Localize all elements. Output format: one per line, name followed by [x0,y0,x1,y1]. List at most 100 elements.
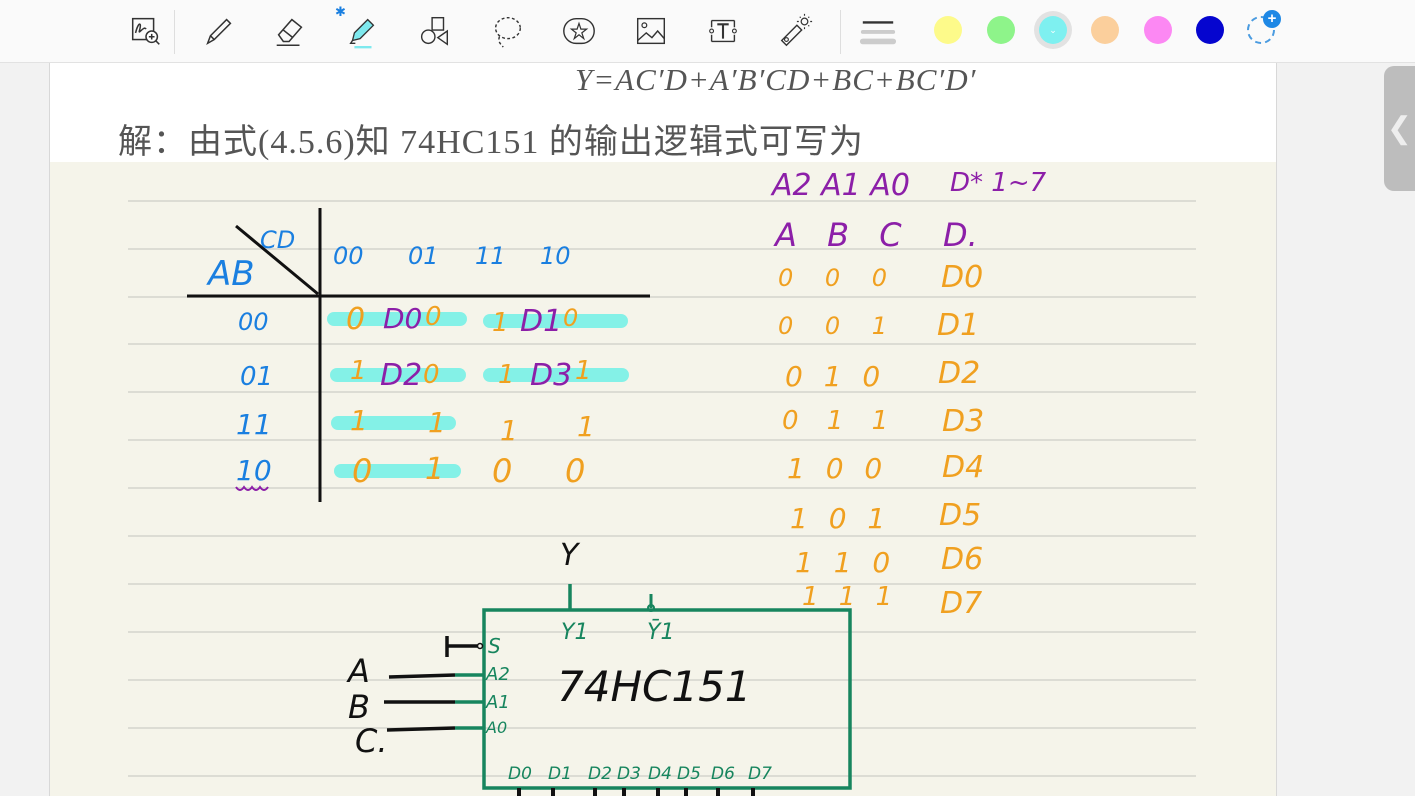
pin-y1-label: Y1 [561,620,589,645]
lasso-tool[interactable] [486,10,528,52]
color-swatch-peach[interactable] [1091,16,1119,44]
eraser-tool[interactable] [269,10,311,52]
printed-textbook-region: Y=AC′D+A′B′CD+BC+BC′D′ 解：由式(4.5.6)知 74HC… [50,62,1276,162]
highlight-stroke [330,368,466,382]
kmap-col-header: 01 [408,242,439,270]
kmap-cell: 1 [350,404,368,437]
color-swatch-cyan[interactable]: ⌄ [1039,16,1067,44]
input-b-label: B [348,688,370,726]
highlight-stroke [483,368,629,382]
kmap-cell: 1 [498,360,515,390]
kmap-cell: 1 [428,406,446,439]
highlight-stroke [327,312,467,326]
truth-table-inputs: 1 1 1 [802,582,899,612]
kmap-cell: 1 [575,356,592,386]
kmap-cell: 1 [492,308,509,338]
data-pin-label: D6 [711,764,735,784]
highlight-stroke [334,464,461,478]
data-pin-label: D0 [508,764,532,784]
notebook-page: Y=AC′D+A′B′CD+BC+BC′D′ 解：由式(4.5.6)知 74HC… [49,62,1277,796]
ruled-line [128,727,1196,729]
kmap-group-label: D1 [520,304,563,339]
add-color-button[interactable]: + [1247,10,1281,44]
kmap-group-label: D0 [383,302,423,335]
text-tool[interactable] [702,10,744,52]
color-swatch-green[interactable] [987,16,1015,44]
truth-table-var-header: A B C [775,216,912,254]
kmap-cell: 0 [346,302,366,337]
bluetooth-icon: ✱ [335,4,346,19]
color-swatch-blue[interactable] [1196,16,1224,44]
truth-table-output: D2 [938,356,981,391]
pen-icon [206,18,232,46]
toolbar: ✱ ⌄ + [0,0,1415,63]
data-pin-label: D3 [617,764,641,784]
kmap-cell: 1 [425,452,445,487]
laser-pointer-tool[interactable] [774,10,816,52]
stroke-width-button[interactable] [857,10,899,52]
highlighter-tool[interactable]: ✱ [335,4,383,52]
kmap-cell: 0 [425,302,442,332]
toolbar-divider [174,10,175,54]
sticker-tool[interactable] [558,10,600,52]
kmap-cell: 0 [565,452,586,490]
ruled-line [128,391,1196,393]
truth-table-pin-header: A2 A1 A0 [772,168,910,203]
highlighter-icon [349,18,375,49]
truth-table-output: D6 [941,542,984,577]
kmap-col-header: 00 [333,242,364,270]
chevron-down-icon: ⌄ [1049,24,1057,35]
side-panel-toggle[interactable]: ❮ [1384,66,1415,191]
plus-icon: + [1263,10,1281,28]
pin-s-label: S [488,634,501,658]
eraser-icon [276,18,303,47]
ruled-line [128,631,1196,633]
truth-table-output: D1 [937,308,980,343]
truth-table-inputs: 0 0 0 [778,264,900,292]
kmap-grid-lines [187,208,852,796]
color-swatch-yellow[interactable] [934,16,962,44]
lasso-icon [494,16,522,48]
image-icon [636,17,666,45]
ruled-line [128,583,1196,585]
truth-table-output: D4 [942,450,985,485]
kmap-cell: 0 [563,304,579,332]
ruled-line [128,679,1196,681]
data-pin-label: D1 [548,764,572,784]
handwriting-zoom-tool[interactable] [125,10,167,52]
data-pin-label: D5 [677,764,701,784]
kmap-cell: 0 [352,452,373,490]
color-swatch-pink[interactable] [1144,16,1172,44]
pen-tool[interactable] [198,10,240,52]
input-a-label: A [348,652,370,690]
data-pin-label: D7 [748,764,772,784]
kmap-row-header: 10 [236,454,272,487]
shapes-tool[interactable] [413,10,455,52]
data-pin-label: D2 [588,764,612,784]
ruled-line [128,775,1196,777]
truth-table-output: D5 [939,498,982,533]
kmap-row-var-label: AB [208,254,255,294]
kmap-group-label: D3 [530,358,573,393]
ruled-line [128,343,1196,345]
shapes-icon [420,16,449,46]
ruled-line [128,200,1196,202]
stroke-width-icon [859,21,897,45]
truth-table-d-header: D* 1~7 [950,168,1047,198]
ruled-line [128,439,1196,441]
sticker-icon [563,17,595,45]
truth-table-inputs: 1 0 1 [790,502,892,535]
kmap-group-label: D2 [380,358,423,393]
handwritten-notes-area[interactable]: CD AB 00 01 11 10 00 01 11 10 0 0 1 0 1 … [50,162,1276,796]
image-tool[interactable] [630,10,672,52]
solution-text: 解：由式(4.5.6)知 74HC151 的输出逻辑式可写为 [118,124,864,161]
text-box-icon [709,19,737,43]
pin-a2-label: A2 [486,664,510,685]
ruled-line [128,296,1196,298]
kmap-row-header: 11 [236,408,272,441]
output-y-label: Y [560,538,579,573]
kmap-cell: 1 [350,356,367,386]
pin-a1-label: A1 [486,692,510,713]
data-pin-label: D4 [648,764,672,784]
kmap-cell: 0 [423,360,440,390]
